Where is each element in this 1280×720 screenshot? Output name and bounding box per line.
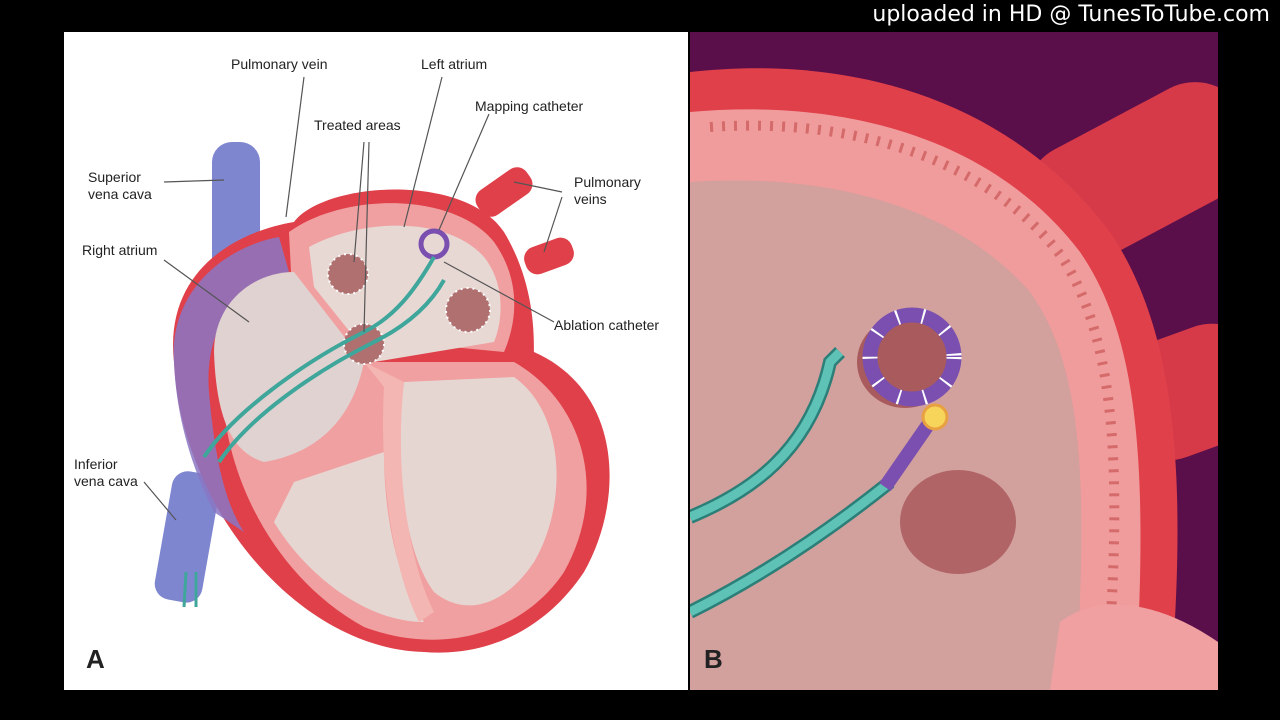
leader-lines (143, 76, 563, 521)
valve-flap (1050, 604, 1218, 690)
panel-a-letter: A (86, 644, 105, 674)
ablation-tip-glow (921, 403, 949, 431)
label-right-atrium: Right atrium (82, 242, 158, 258)
muscle-ridges (709, 120, 1120, 633)
pulmonary-vein-shape-1 (475, 167, 533, 217)
right-atrium-wall (173, 237, 289, 532)
label-superior-vena-cava: Superior vena cava (88, 169, 152, 202)
panel-a-heart-diagram: Pulmonary vein Left atrium Mapping cathe… (64, 32, 688, 690)
left-ventricle-chamber (400, 377, 557, 606)
label-inferior-vena-cava: Inferior vena cava (74, 456, 138, 489)
treated-area-rings (327, 253, 491, 365)
inferior-vena-cava-shape (154, 471, 220, 603)
panel-b-closeup: B (690, 32, 1218, 690)
label-mapping-catheter: Mapping catheter (475, 98, 584, 114)
right-atrium-chamber (214, 272, 364, 462)
right-ventricle-chamber (274, 452, 424, 622)
panel-b-letter: B (704, 644, 723, 674)
label-ablation-catheter: Ablation catheter (554, 317, 660, 333)
catheter-line-2 (217, 279, 446, 464)
closeup-illustration (690, 68, 1218, 690)
treated-area-ring (327, 253, 369, 295)
watermark: uploaded in HD @ TunesToTube.com (872, 2, 1270, 27)
heart-illustration (143, 76, 610, 653)
label-pulmonary-vein: Pulmonary vein (231, 56, 328, 72)
label-treated-areas: Treated areas (314, 117, 401, 133)
catheter-line-1 (202, 256, 436, 459)
label-pulmonary-veins: Pulmonary veins (574, 174, 641, 207)
septum (364, 362, 434, 622)
vein-opening-lower (900, 470, 1016, 574)
treated-area-ring (445, 287, 491, 333)
label-left-atrium: Left atrium (421, 56, 488, 72)
pulmonary-vein-shape-2 (524, 237, 574, 275)
